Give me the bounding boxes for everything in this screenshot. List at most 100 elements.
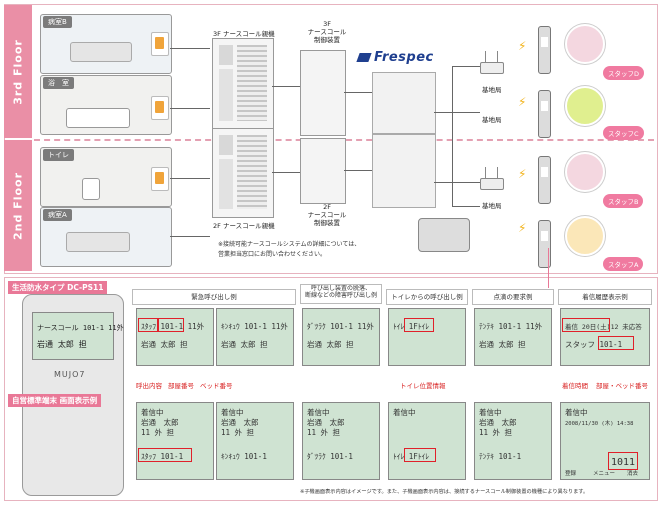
wireless-icon: ⚡ [518,95,527,109]
highlight-bottom-toilet [404,448,436,462]
example-header-emergency: 緊急呼び出し例 [132,289,296,305]
screen-top-2: ｷﾝｷｭｳ 101-1 11外 岩通 太郎 担 [216,308,294,366]
wire [170,48,210,49]
nurse-master-3f [212,38,274,130]
wire [170,178,210,179]
wire [434,112,480,113]
wireless-icon: ⚡ [518,167,527,181]
highlight-room-bed [598,336,634,350]
wire [272,86,300,87]
floor-label-3f: 3rd Floor [11,38,25,105]
tag-call-type: 呼出内容 [136,382,162,390]
pbx-cabinet-upper [372,72,436,134]
base-station-1-label: 基地局 [482,86,502,94]
staff-d-label: スタッフD [603,66,645,80]
frespec-logo: Frespec [356,50,434,65]
wireless-icon: ⚡ [518,221,527,235]
staff-a-avatar [565,216,605,256]
tag-bed-number: ベッド番号 [200,382,233,390]
highlight-bottom-room [138,448,192,462]
staff-b-avatar [565,152,605,192]
example-header-drip: 点滴の要求例 [472,289,554,305]
highlight-bottom-number [608,452,638,470]
nurse-control-2f [300,138,346,204]
handset-icon [538,156,551,204]
room-bath-label: 浴 室 [43,77,74,89]
wireless-icon: ⚡ [518,39,527,53]
wire [344,92,372,93]
floor-label-2f: 2nd Floor [11,171,25,240]
patient-bed-icon [66,232,130,252]
nurse-control-3f [300,50,346,136]
handset-icon [538,220,551,268]
bathtub-icon [66,108,130,128]
highlight-call-time [562,318,610,332]
example-header-history: 着信履歴表示例 [558,289,652,305]
patient-bed-icon [70,42,132,62]
screen-top-6: 着信 20日(土)12 未応答 スタッフ 101-1 [560,308,650,366]
nurse-master-3f-label: 3F ナースコール親機 [213,30,275,38]
handset-large-screen: ナースコール 101-1 11外 岩通 太郎 担 [32,312,124,360]
screen-top-5: ﾃﾝﾃｷ 101-1 11外 岩通 太郎 担 [474,308,552,366]
call-button-bath [151,96,169,120]
screen-bottom-1: 着信中 岩通 太郎 11 外 担 ｽﾀｯﾌ 101-1 [136,402,214,480]
tag-toilet-location: トイレ位置情報 [400,382,446,390]
wire [434,182,480,183]
desk-phone-icon [418,218,470,252]
floor-bar-3f: 3rd Floor [4,5,32,138]
room-toilet-label: トイレ [43,149,74,161]
staff-d-avatar [565,24,605,64]
base-station-3-label: 基地局 [482,116,502,124]
highlight-call-type [138,318,158,332]
pbx-cabinet-lower [372,134,436,208]
highlight-room [158,318,184,332]
screen-bottom-2: 着信中 岩通 太郎 11 外 担 ｷﾝｷｭｳ 101-1 [216,402,294,480]
wire [452,66,453,206]
screen-bottom-3: 着信中 岩通 太郎 11 外 担 ﾀﾞﾂﾗｸ 101-1 [302,402,380,480]
staff-b-label: スタッフB [603,194,644,208]
tag-room-bed-number: 部屋・ベッド番号 [596,382,648,390]
base-station-2-label: 基地局 [482,202,502,210]
connector-line [548,248,549,288]
staff-c-label: スタッフC [603,126,644,140]
screen-top-4: ﾄｲﾚ 1Fﾄｲﾚ [388,308,466,366]
screen-example-label: 自営標準端末 画面表示例 [8,394,102,407]
example-header-disconnect: 呼び出し装置の脱落、断線などの障害呼び出し例 [300,284,382,304]
floor-bar-2f: 2nd Floor [4,140,32,271]
room-a-label: 病室A [43,209,72,221]
footnote: ※子機画面表示内容はイメージです。また、子機画面表示内容は、接続するナースコール… [300,489,589,495]
screen-top-1: ｽﾀｯﾌ 101-1 11外 岩通 太郎 担 [136,308,214,366]
nurse-master-2f [212,128,274,218]
call-button-toilet [151,167,169,191]
screen-bottom-6: 着信中 2008/11/30 (木) 14:38 1011 登録 メニュー 消去 [560,402,650,480]
staff-a-label: スタッフA [603,257,644,271]
call-button-room-b [151,32,169,56]
handset-icon [538,90,551,138]
base-station-1 [480,51,504,74]
screen-top-3: ﾀﾞﾂﾗｸ 101-1 11外 岩通 太郎 担 [302,308,380,366]
handset-icon [538,26,551,74]
wire [452,66,480,67]
highlight-toilet-location [404,318,434,332]
brand-mark-icon [356,53,372,62]
base-station-2 [480,167,504,190]
toilet-icon [82,178,100,200]
wire [344,170,372,171]
wire [452,206,480,207]
device-type-label: 生活防水タイプ DC-PS11 [8,281,108,294]
wire [272,172,300,173]
tag-call-time: 着信時間 [562,382,588,390]
nurse-master-2f-label: 2F ナースコール親機 [213,222,275,230]
handset-brand: MUJO7 [54,370,86,379]
screen-bottom-4: 着信中 ﾄｲﾚ 1Fﾄｲﾚ [388,402,466,480]
wire [170,108,210,109]
example-header-toilet: トイレからの呼び出し例 [386,289,468,305]
room-b-label: 病室B [43,16,72,28]
wire [170,236,210,237]
system-note: ※接続可能ナースコールシステムの詳細については、営業担当窓口にお問い合わせくださ… [218,241,361,258]
screen-bottom-5: 着信中 岩通 太郎 11 外 担 ﾃﾝﾃｷ 101-1 [474,402,552,480]
staff-c-avatar [565,86,605,126]
tag-room-number: 部屋番号 [168,382,194,390]
